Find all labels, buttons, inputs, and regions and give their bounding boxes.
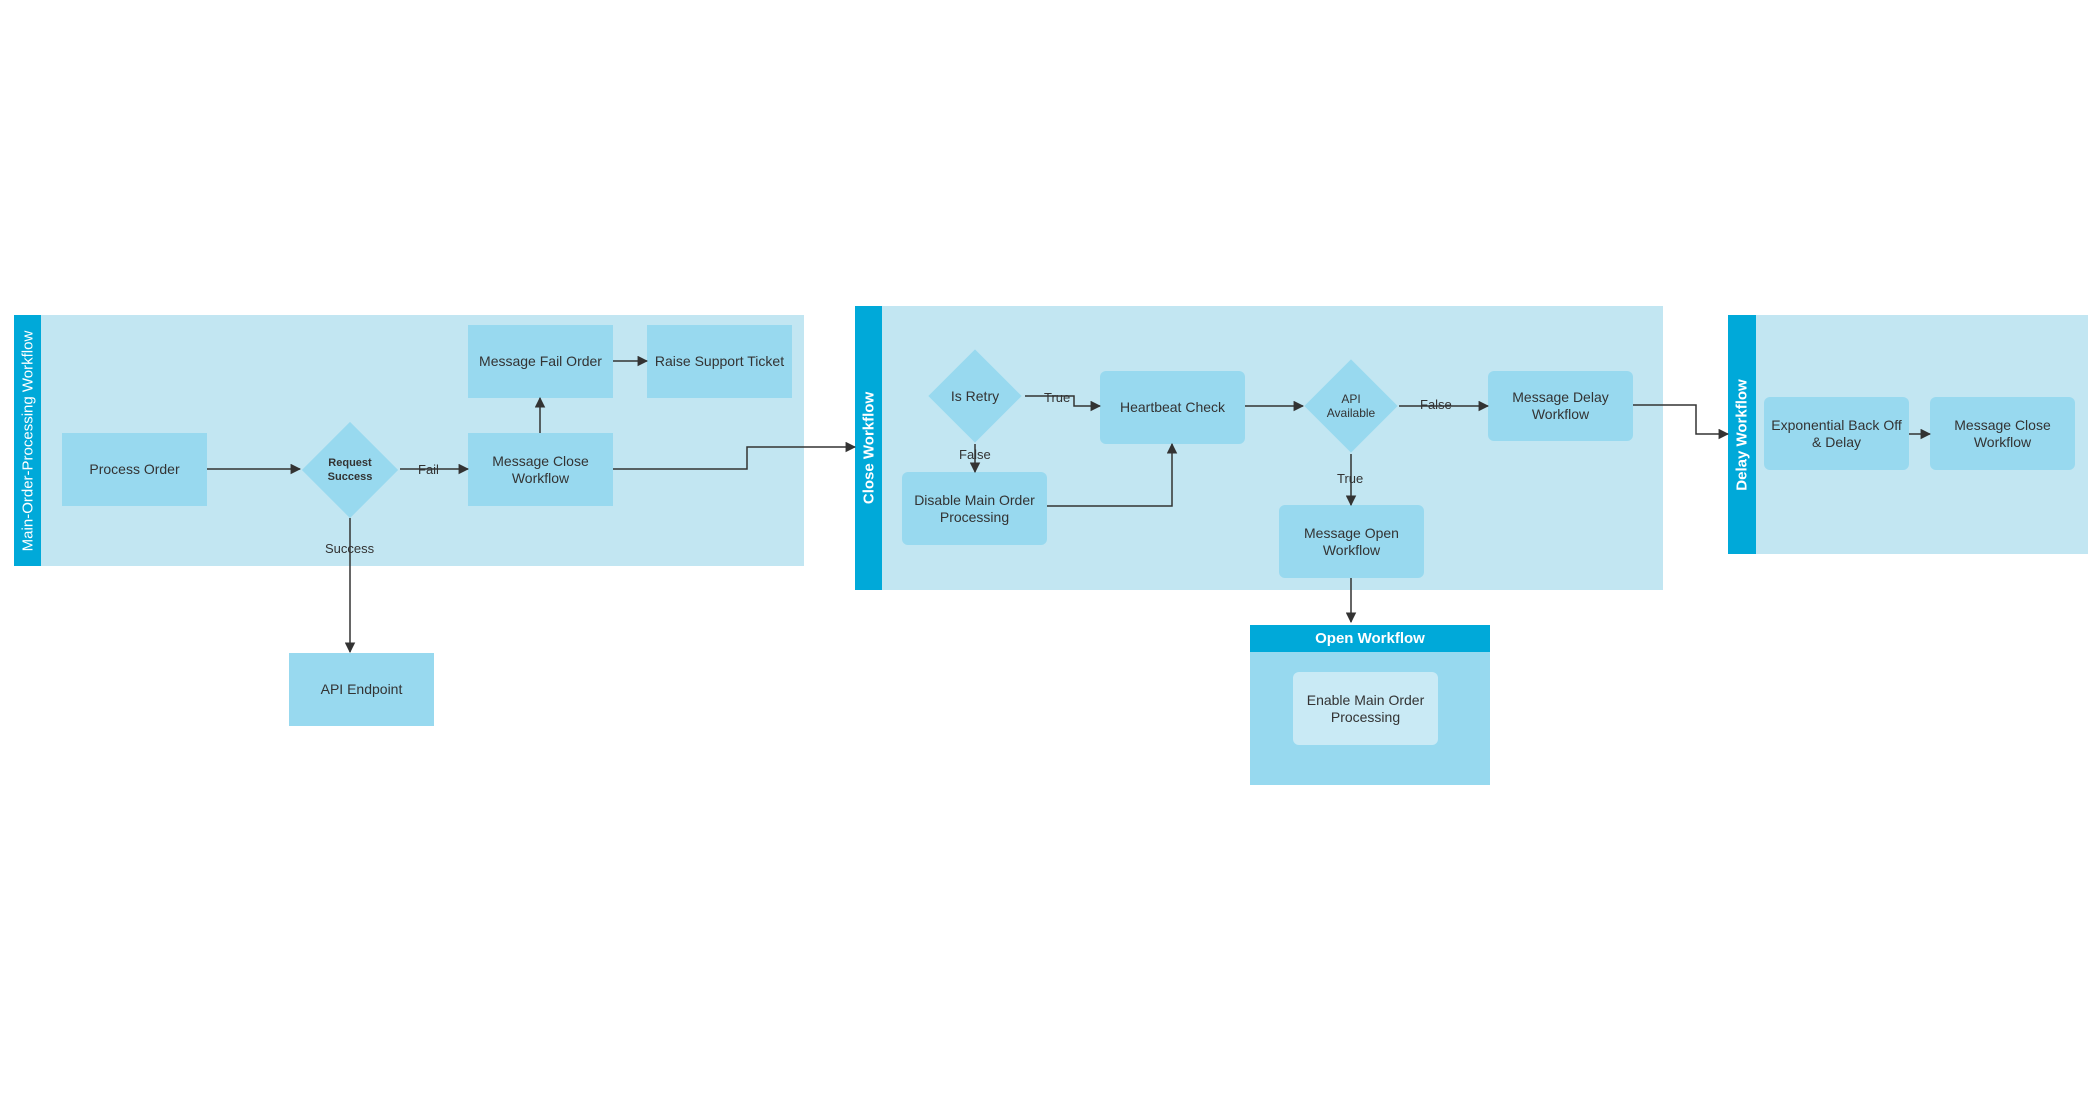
node-api-available[interactable]: API Available	[1303, 358, 1399, 454]
pool-open-title: Open Workflow	[1250, 625, 1490, 652]
edge-label-fail: Fail	[418, 462, 439, 477]
edge-label-success: Success	[325, 541, 375, 556]
pool-main-header: Main-Order-Processing Workflow	[14, 315, 41, 566]
node-enable-main-order-processing[interactable]: Enable Main Order Processing	[1293, 672, 1438, 745]
edge-label-is-retry-true: True	[1044, 390, 1071, 405]
node-message-fail-order[interactable]: Message Fail Order	[468, 325, 613, 398]
node-api-endpoint[interactable]: API Endpoint	[289, 653, 434, 726]
pool-close-title: Close Workflow	[860, 391, 877, 505]
node-is-retry-label: Is Retry	[950, 388, 1000, 404]
node-message-close-workflow-2[interactable]: Message Close Workflow	[1930, 397, 2075, 470]
node-message-close-workflow-1[interactable]: Message Close Workflow	[468, 433, 613, 506]
node-process-order[interactable]: Process Order	[62, 433, 207, 506]
node-message-delay-workflow[interactable]: Message Delay Workflow	[1488, 371, 1633, 441]
node-api-available-label: API Available	[1326, 392, 1376, 420]
node-disable-main-order-processing[interactable]: Disable Main Order Processing	[902, 472, 1047, 545]
node-message-open-workflow[interactable]: Message Open Workflow	[1279, 505, 1424, 578]
edge-label-is-retry-false: False	[959, 447, 991, 462]
node-request-success-label: Request Success	[327, 457, 373, 483]
node-request-success[interactable]: Request Success	[300, 421, 400, 519]
node-heartbeat-check[interactable]: Heartbeat Check	[1100, 371, 1245, 444]
node-is-retry[interactable]: Is Retry	[925, 348, 1025, 444]
pool-main-title: Main-Order-Processing Workflow	[19, 330, 36, 551]
pool-delay-title: Delay Workflow	[1733, 378, 1751, 491]
edge-label-api-true: True	[1337, 471, 1364, 486]
edge-label-api-false: False	[1420, 397, 1452, 412]
pool-delay-header: Delay Workflow	[1728, 315, 1756, 554]
node-exponential-back-off[interactable]: Exponential Back Off & Delay	[1764, 397, 1909, 470]
pool-close-header: Close Workflow	[855, 306, 882, 590]
node-raise-support-ticket[interactable]: Raise Support Ticket	[647, 325, 792, 398]
